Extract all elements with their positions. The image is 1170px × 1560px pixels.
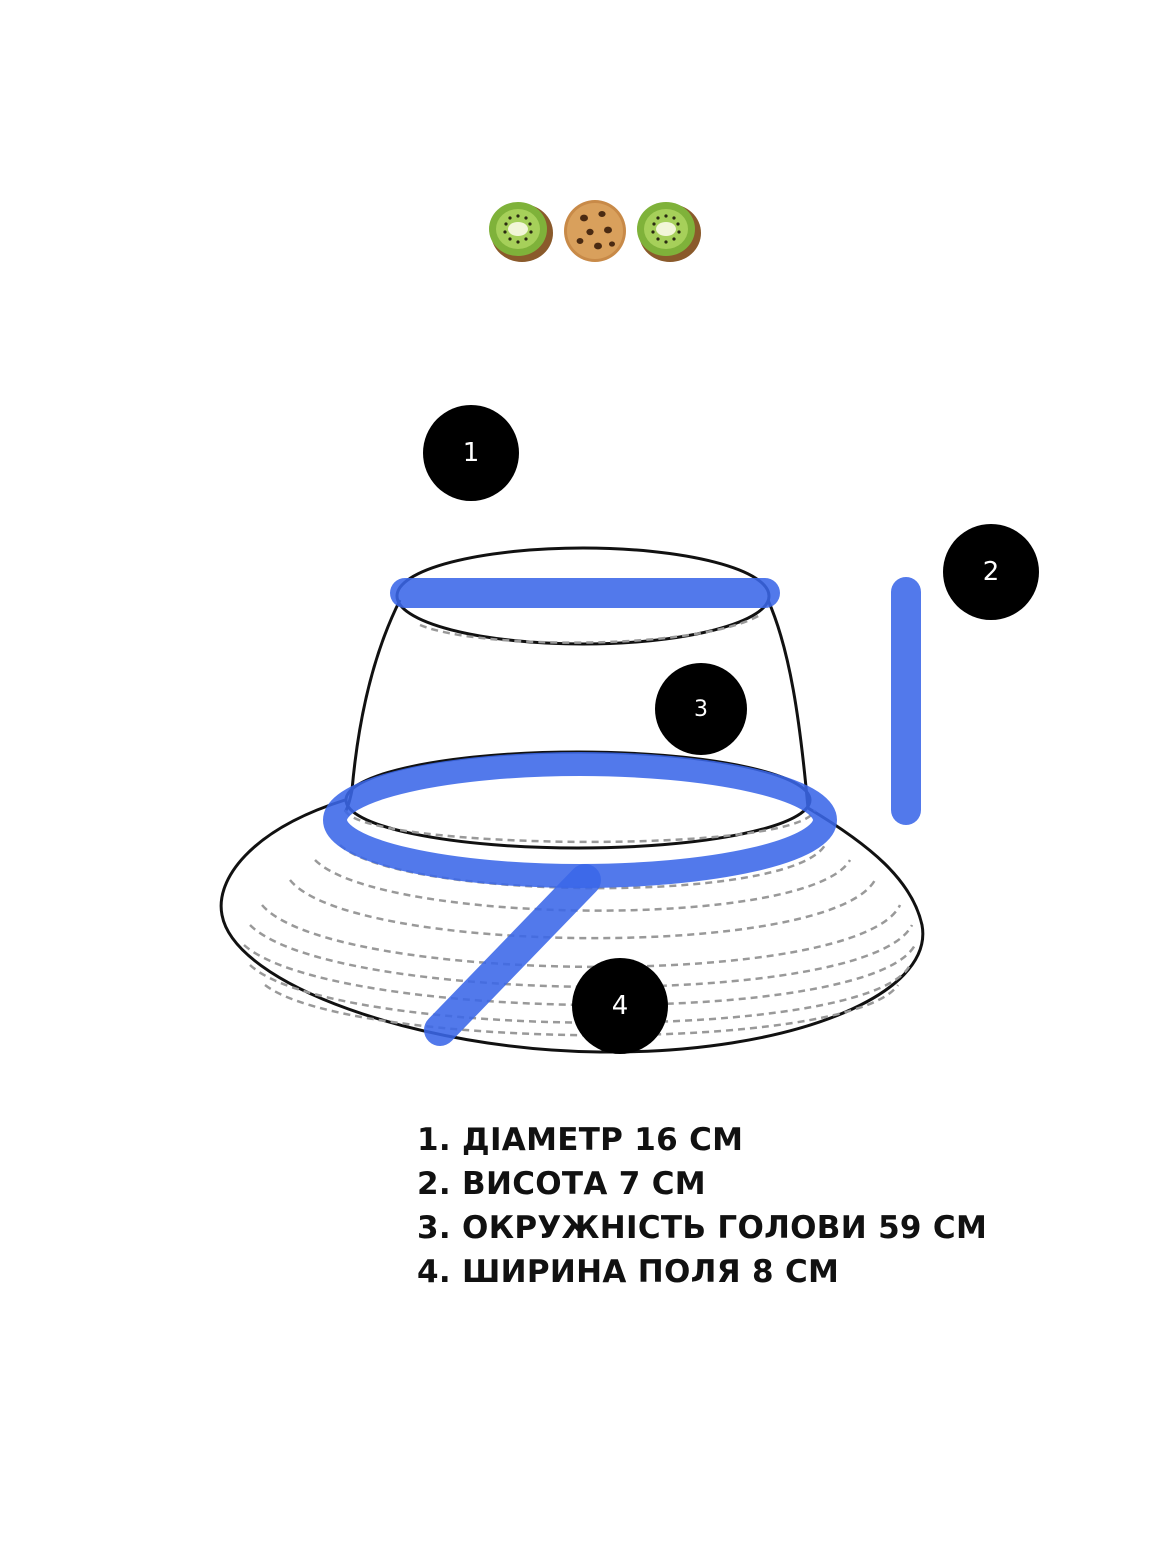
marker-label: 3 xyxy=(694,696,708,722)
legend-item-brim-width: 4. ШИРИНА ПОЛЯ 8 СМ xyxy=(417,1254,840,1290)
legend-item-height: 2. ВИСОТА 7 СМ xyxy=(417,1166,706,1202)
measurement-highlights xyxy=(323,577,921,1046)
marker-3: 3 xyxy=(655,663,747,755)
marker-2: 2 xyxy=(943,524,1039,620)
marker-1: 1 xyxy=(423,405,519,501)
cookie-icon xyxy=(564,200,626,262)
kiwi-icon xyxy=(637,202,701,262)
legend-item-diameter: 1. ДІАМЕТР 16 СМ xyxy=(417,1122,744,1158)
emoji-row xyxy=(480,196,710,286)
brim-width-highlight xyxy=(424,864,601,1046)
hat-diagram: 1 2 3 4 xyxy=(0,380,1170,1080)
hat-brim xyxy=(219,798,925,1054)
legend-item-head-circumference: 3. ОКРУЖНІСТЬ ГОЛОВИ 59 СМ xyxy=(417,1210,988,1246)
kiwi-icon xyxy=(489,202,553,262)
circumference-highlight xyxy=(323,752,837,888)
measurement-legend: 1. ДІАМЕТР 16 СМ 2. ВИСОТА 7 СМ 3. ОКРУЖ… xyxy=(417,1118,987,1294)
marker-label: 2 xyxy=(982,557,1000,587)
marker-4: 4 xyxy=(572,958,668,1054)
marker-label: 1 xyxy=(462,438,480,468)
marker-label: 4 xyxy=(611,991,629,1021)
